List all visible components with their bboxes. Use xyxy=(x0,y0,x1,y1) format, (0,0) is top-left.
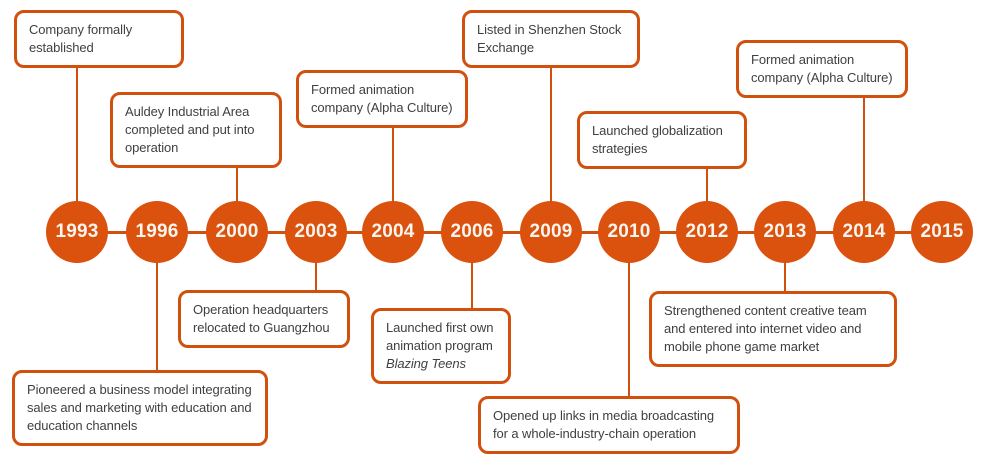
event-text: Launched first own animation program Bla… xyxy=(386,319,496,373)
connector-2006 xyxy=(471,261,473,310)
year-node-2013: 2013 xyxy=(754,201,816,263)
year-node-2015: 2015 xyxy=(911,201,973,263)
event-callout-2012: Launched globalization strategies xyxy=(577,111,747,169)
event-text: Launched globalization strategies xyxy=(592,122,732,158)
event-text: Strengthened content creative team and e… xyxy=(664,302,882,356)
event-text: Operation headquarters relocated to Guan… xyxy=(193,301,335,337)
event-text-segment: Formed animation company (Alpha Culture) xyxy=(311,82,453,115)
event-callout-2010: Opened up links in media broadcasting fo… xyxy=(478,396,740,454)
event-text-segment: Auldey Industrial Area completed and put… xyxy=(125,104,255,155)
year-label: 2013 xyxy=(763,221,807,242)
event-callout-2014: Formed animation company (Alpha Culture) xyxy=(736,40,908,98)
year-label: 2014 xyxy=(842,221,886,242)
event-callout-2013: Strengthened content creative team and e… xyxy=(649,291,897,367)
event-callout-2006: Launched first own animation program Bla… xyxy=(371,308,511,384)
event-text-segment: Formed animation company (Alpha Culture) xyxy=(751,52,893,85)
event-text: Formed animation company (Alpha Culture) xyxy=(751,51,893,87)
year-label: 1993 xyxy=(55,221,99,242)
event-callout-1993: Company formally established xyxy=(14,10,184,68)
connector-2009 xyxy=(550,60,552,203)
connector-2004 xyxy=(392,123,394,203)
event-callout-1996: Pioneered a business model integrating s… xyxy=(12,370,268,446)
year-label: 2010 xyxy=(607,221,651,242)
event-text: Opened up links in media broadcasting fo… xyxy=(493,407,725,443)
event-text-segment: Company formally established xyxy=(29,22,133,55)
year-node-2014: 2014 xyxy=(833,201,895,263)
year-label: 2012 xyxy=(685,221,729,242)
year-node-2000: 2000 xyxy=(206,201,268,263)
year-label: 2000 xyxy=(215,221,259,242)
event-text: Pioneered a business model integrating s… xyxy=(27,381,253,435)
event-text-segment: Strengthened content creative team and e… xyxy=(664,303,867,354)
connector-2003 xyxy=(315,261,317,292)
event-callout-2004: Formed animation company (Alpha Culture) xyxy=(296,70,468,128)
event-text-segment: Blazing Teens xyxy=(386,356,466,371)
year-node-2012: 2012 xyxy=(676,201,738,263)
connector-2014 xyxy=(863,92,865,203)
event-text: Company formally established xyxy=(29,21,169,57)
event-text-segment: Opened up links in media broadcasting fo… xyxy=(493,408,715,441)
year-label: 1996 xyxy=(135,221,179,242)
event-callout-2003: Operation headquarters relocated to Guan… xyxy=(178,290,350,348)
event-text: Auldey Industrial Area completed and put… xyxy=(125,103,267,157)
year-label: 2009 xyxy=(529,221,573,242)
year-label: 2003 xyxy=(294,221,338,242)
connector-2000 xyxy=(236,162,238,203)
connector-2010 xyxy=(628,261,630,398)
event-text-segment: Pioneered a business model integrating s… xyxy=(27,382,252,433)
event-text-segment: Launched first own animation program xyxy=(386,320,494,353)
year-node-1996: 1996 xyxy=(126,201,188,263)
event-text-segment: Launched globalization strategies xyxy=(592,123,723,156)
year-node-2009: 2009 xyxy=(520,201,582,263)
year-node-2004: 2004 xyxy=(362,201,424,263)
year-node-2006: 2006 xyxy=(441,201,503,263)
year-label: 2004 xyxy=(371,221,415,242)
year-label: 2015 xyxy=(920,221,964,242)
connector-1993 xyxy=(76,60,78,203)
year-node-1993: 1993 xyxy=(46,201,108,263)
event-text: Formed animation company (Alpha Culture) xyxy=(311,81,453,117)
connector-2013 xyxy=(784,261,786,293)
year-label: 2006 xyxy=(450,221,494,242)
event-text-segment: Listed in Shenzhen Stock Exchange xyxy=(477,22,622,55)
timeline-axis-line xyxy=(77,231,942,234)
connector-1996 xyxy=(156,261,158,372)
event-text-segment: Operation headquarters relocated to Guan… xyxy=(193,302,330,335)
event-text: Listed in Shenzhen Stock Exchange xyxy=(477,21,625,57)
year-node-2003: 2003 xyxy=(285,201,347,263)
event-callout-2009: Listed in Shenzhen Stock Exchange xyxy=(462,10,640,68)
event-callout-2000: Auldey Industrial Area completed and put… xyxy=(110,92,282,168)
connector-2012 xyxy=(706,161,708,203)
year-node-2010: 2010 xyxy=(598,201,660,263)
